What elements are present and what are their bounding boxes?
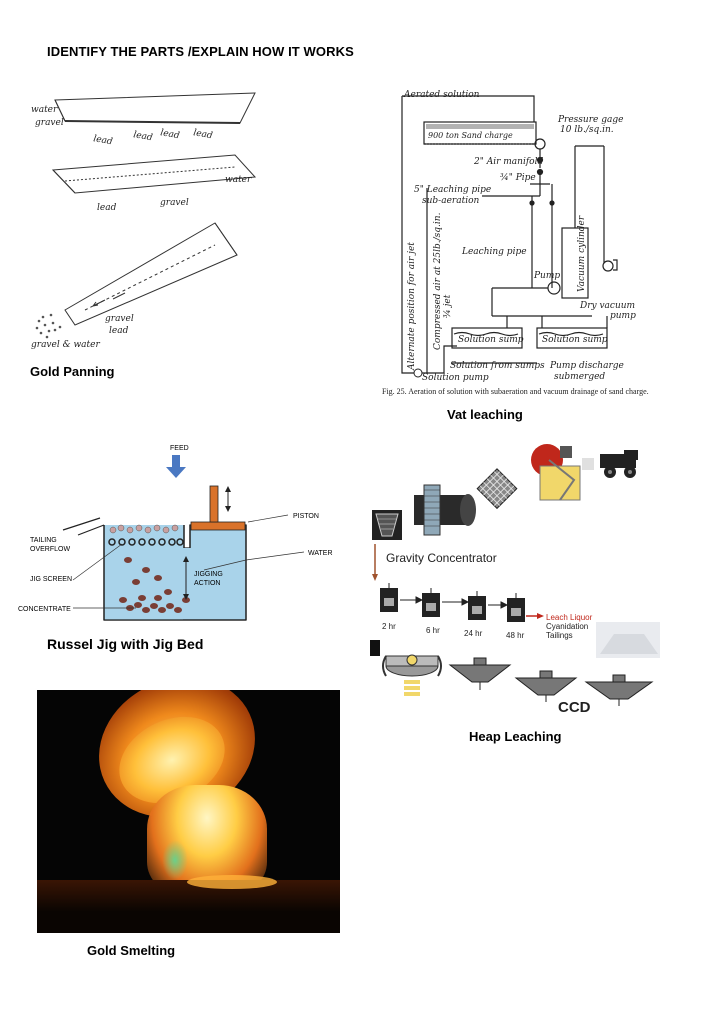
vat-sand-charge-label: 900 ton Sand charge xyxy=(428,131,513,140)
pan-gravel-label: gravel xyxy=(35,118,64,128)
vat-jet-label: ¾ jet xyxy=(442,294,453,318)
vat-leach-pipe-sub-label: 5" Leaching pipe xyxy=(414,185,491,195)
pan2-gravel-label: gravel xyxy=(160,198,189,208)
vat-sump1-label: Solution sump xyxy=(458,335,524,345)
pan-water-label: water xyxy=(31,105,58,115)
pan-lead-label-1: lead xyxy=(92,134,113,147)
vat-dry-pump-label: pump xyxy=(610,311,636,321)
vat-discharge-label: Pump discharge xyxy=(549,361,624,371)
jig-action-label: ACTION xyxy=(194,580,220,587)
heap-time-48: 48 hr xyxy=(506,631,525,640)
pan3-gravel-water-label: gravel & water xyxy=(31,340,100,350)
heap-cyanidation: Cyanidation xyxy=(546,622,588,631)
vat-sump2-label: Solution sump xyxy=(542,335,608,345)
pan3-gravel-label: gravel xyxy=(105,314,134,324)
caption-gold-panning: Gold Panning xyxy=(30,364,115,379)
vat-from-sumps-label: Solution from sumps xyxy=(450,361,545,371)
vat-pipe-label: ¾" Pipe xyxy=(500,172,536,183)
vat-air-manifold-label: 2" Air manifold xyxy=(473,157,543,167)
vat-sub-aeration-label: sub-aeration xyxy=(422,196,479,206)
jig-screen-label: JIG SCREEN xyxy=(30,576,72,583)
pan2-water-label: water xyxy=(225,175,252,185)
vat-pressure-label: Pressure gage xyxy=(557,115,623,125)
heap-time-24: 24 hr xyxy=(464,629,483,638)
gold-smelting-photo xyxy=(37,690,340,933)
caption-gold-smelting: Gold Smelting xyxy=(87,943,176,958)
page-heading: IDENTIFY THE PARTS /EXPLAIN HOW IT WORKS xyxy=(47,44,354,59)
vat-aerated-label: Aerated solution xyxy=(403,90,480,100)
jig-overflow-label: OVERFLOW xyxy=(30,546,70,553)
vat-leaching-diagram: Aerated solution 900 ton Sand charge Pre… xyxy=(401,90,636,383)
vat-submerged-label: submerged xyxy=(554,372,605,382)
jig-water-label: WATER xyxy=(308,550,333,557)
heap-time-2: 2 hr xyxy=(382,622,396,631)
vat-alt-position-label: Alternate position for air jet xyxy=(407,242,417,371)
vat-leaching-pipe-label: Leaching pipe xyxy=(461,247,527,257)
heap-time-6: 6 hr xyxy=(426,626,440,635)
vat-vacuum-cylinder-label: Vacuum cylinder xyxy=(577,215,587,292)
caption-vat-leaching: Vat leaching xyxy=(447,407,523,422)
vat-pressure-value: 10 lb./sq.in. xyxy=(560,125,614,135)
jig-jigging-label: JIGGING xyxy=(194,571,223,578)
jig-feed-label: FEED xyxy=(170,445,189,452)
jig-piston-label: PISTON xyxy=(293,513,319,520)
vat-solution-pump-label: Solution pump xyxy=(422,373,489,383)
vat-dry-vacuum-label: Dry vacuum xyxy=(579,301,635,311)
jig-tailing-label: TAILING xyxy=(30,537,57,544)
heap-leaching-panel: Gravity Concentrator 2 hr 6 hr 24 hr 48 … xyxy=(364,440,662,732)
pan-lead-label-2: lead xyxy=(132,130,153,143)
jig-concentrate-label: CONCENTRATE xyxy=(18,606,71,613)
heap-tailings: Tailings xyxy=(546,631,573,640)
gold-panning-diagram: water gravel lead lead lead lead water g… xyxy=(31,92,257,350)
pan-lead-label-3: lead xyxy=(159,128,180,141)
heap-gravity-label: Gravity Concentrator xyxy=(386,551,497,565)
heap-ccd-label: CCD xyxy=(558,699,591,716)
vat-figure-caption: Fig. 25. Aeration of solution with subae… xyxy=(382,387,649,396)
pan2-lead-label: lead xyxy=(97,203,117,213)
pan3-lead-label: lead xyxy=(109,326,129,336)
vat-pump-label: Pump xyxy=(533,271,560,281)
pan-lead-label-4: lead xyxy=(192,128,213,141)
vat-compressed-air-label: Compressed air at 25lb./sq.in. xyxy=(433,212,443,350)
jig-diagram: FEED xyxy=(18,445,333,621)
caption-heap-leaching: Heap Leaching xyxy=(469,729,562,744)
heap-leach-liquor: Leach Liquor xyxy=(546,613,593,622)
caption-russel-jig: Russel Jig with Jig Bed xyxy=(47,636,204,652)
